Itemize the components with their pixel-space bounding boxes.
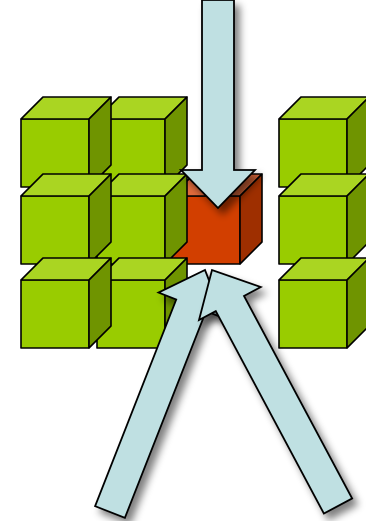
cube-r2-c3 [279, 258, 366, 348]
cube-front-face [279, 196, 347, 264]
cube-front-face [279, 280, 347, 348]
cube-r1-c3 [279, 174, 366, 264]
cube-front-face [21, 196, 89, 264]
cube-r1-c0 [21, 174, 111, 264]
cube-front-face [21, 280, 89, 348]
cube-r2-c0 [21, 258, 111, 348]
arrow-down-into-target [181, 0, 255, 208]
